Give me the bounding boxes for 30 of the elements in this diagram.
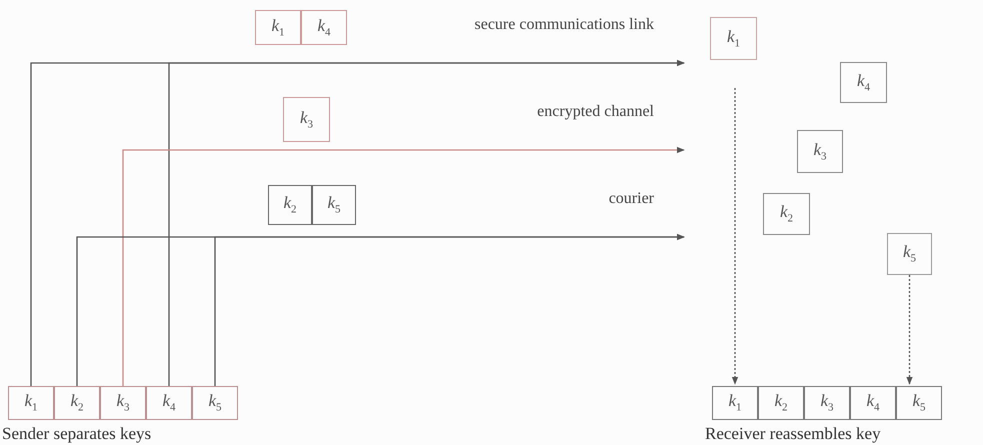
key-cell: k$_{1}$	[8, 386, 54, 420]
edge-label: encrypted channel	[537, 103, 654, 121]
key-cell: k$_{5}$	[887, 233, 932, 275]
key-cell: k$_{1}$	[712, 386, 758, 420]
key-cell: k$_{1}$	[255, 10, 301, 45]
key-cell: k$_{2}$	[758, 386, 804, 420]
arrow	[214, 234, 685, 386]
key-cell: k$_{2}$	[763, 193, 810, 235]
edge-label: secure communications link	[474, 16, 654, 34]
key-cell: k$_{2}$	[54, 386, 100, 420]
key-cell: k$_{4}$	[850, 386, 896, 420]
dotted-arrow	[732, 88, 738, 385]
caption: Sender separates keys	[2, 424, 152, 444]
key-cell: k$_{3}$	[804, 386, 850, 420]
arrow	[168, 60, 685, 386]
key-cell: k$_{5}$	[312, 185, 356, 225]
key-cell: k$_{2}$	[268, 185, 312, 225]
edge-label: courier	[608, 190, 654, 208]
caption: Receiver reassembles key	[705, 424, 881, 444]
key-cell: k$_{3}$	[283, 97, 330, 142]
key-cell: k$_{4}$	[840, 62, 887, 103]
key-cell: k$_{3}$	[100, 386, 146, 420]
key-cell: k$_{5}$	[896, 386, 942, 420]
key-cell: k$_{5}$	[192, 386, 238, 420]
key-cell: k$_{3}$	[797, 130, 843, 173]
key-cell: k$_{4}$	[146, 386, 192, 420]
key-cell: k$_{1}$	[710, 17, 757, 60]
arrow	[122, 146, 685, 386]
dotted-arrow	[906, 275, 913, 385]
key-cell: k$_{4}$	[301, 10, 347, 45]
